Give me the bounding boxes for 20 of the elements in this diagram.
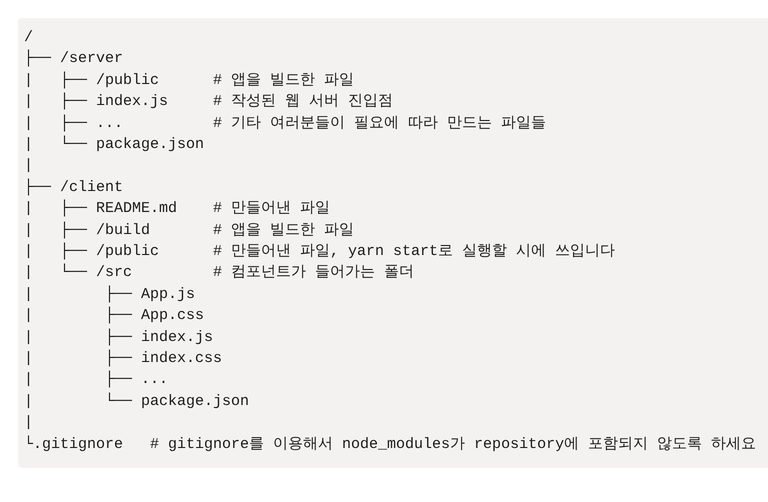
code-line: | ├── README.md # 만들어낸 파일 — [24, 200, 330, 218]
code-line: | ├── App.css — [24, 307, 204, 326]
code-line: | ├── ... # 기타 여러분들이 필요에 따라 만드는 파일들 — [24, 114, 546, 133]
code-line: | ├── index.js — [24, 328, 214, 347]
code-line: | └── package.json — [24, 136, 204, 154]
code-line: | ├── /public # 만들어낸 파일, yarn start로 실행할 시에 쓰입니다 — [24, 243, 616, 261]
code-line: ├── /client — [24, 178, 124, 197]
code-line: | ├── /build # 앱을 빌드한 파일 — [24, 222, 354, 240]
code-line: | ├── App.js — [24, 286, 196, 304]
code-line: | ├── index.css — [24, 350, 222, 368]
code-line: | ├── /public # 앱을 빌드한 파일 — [24, 72, 354, 90]
code-line: | — [24, 157, 34, 176]
code-line: | — [24, 414, 34, 432]
code-line: | ├── index.js # 작성된 웹 서버 진입점 — [24, 93, 394, 112]
code-line: | └── package.json — [24, 392, 250, 411]
code-line: └.gitignore # gitignore를 이용해서 node_modules가 repository에 포함되지 않도록 하세요 — [24, 436, 756, 454]
code-line: ├── /server — [24, 50, 124, 68]
code-line: / — [24, 29, 34, 47]
code-line: | ├── ... — [24, 371, 168, 390]
code-line: | └── /src # 컴포넌트가 들어가는 폴더 — [24, 264, 414, 282]
